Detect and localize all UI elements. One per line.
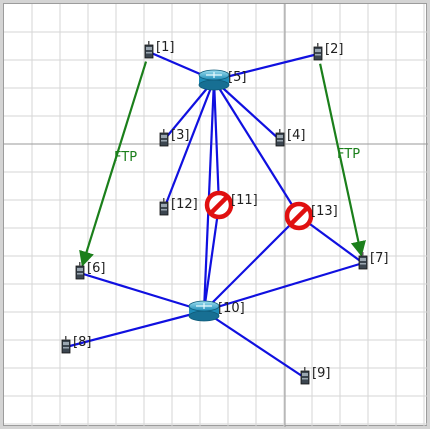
link-11-5[interactable] <box>212 79 221 206</box>
link-2-5[interactable] <box>213 52 319 82</box>
link-13-10[interactable] <box>203 215 300 312</box>
node-label: [3] <box>171 128 189 143</box>
network-canvas[interactable]: FTP FTP [1] [2] [3] [4] [5] [6] [7] [8] [9] [10] [11… <box>3 3 428 427</box>
prohibited-icon <box>284 201 314 231</box>
node-label: [9] <box>312 366 330 381</box>
node-label: [1] <box>156 40 174 55</box>
node-12[interactable]: [12] <box>159 197 198 216</box>
node-label: [11] <box>231 193 258 208</box>
node-label: [13] <box>311 204 338 219</box>
device-icon <box>275 129 285 147</box>
node-5[interactable]: [5] <box>198 69 246 91</box>
node-10[interactable]: [10] <box>188 300 245 322</box>
node-label: [12] <box>171 197 198 212</box>
device-icon <box>159 129 169 147</box>
device-icon <box>144 41 154 59</box>
link-3-5[interactable] <box>163 79 215 141</box>
node-label: [8] <box>73 335 91 350</box>
link-13-5[interactable] <box>213 79 300 217</box>
device-icon <box>61 336 71 354</box>
link-12-5[interactable] <box>162 79 216 210</box>
link-9-10[interactable] <box>203 310 306 379</box>
node-13[interactable]: [13] <box>284 201 338 231</box>
device-icon <box>358 252 368 270</box>
link-8-10[interactable] <box>65 309 205 349</box>
node-label: [6] <box>87 261 105 276</box>
node-label: [4] <box>287 128 305 143</box>
node-7[interactable]: [7] <box>358 251 388 270</box>
node-2[interactable]: [2] <box>313 42 343 61</box>
node-label: [10] <box>218 301 245 316</box>
link-11-10[interactable] <box>202 204 221 312</box>
prohibited-icon <box>204 190 234 220</box>
node-9[interactable]: [9] <box>300 366 330 385</box>
node-8[interactable]: [8] <box>61 335 91 354</box>
network-diagram[interactable]: FTP FTP [1] [2] [3] [4] [5] [6] [7] [8] [9] [10] [11… <box>4 4 428 427</box>
flow-label: FTP <box>114 150 137 165</box>
flow-arrow-2-7[interactable] <box>319 63 366 257</box>
router-icon <box>198 69 230 91</box>
flows: FTP FTP <box>79 61 366 267</box>
node-4[interactable]: [4] <box>275 128 305 147</box>
node-label: [5] <box>228 70 246 85</box>
link-7-10[interactable] <box>203 261 364 313</box>
flow-arrow-1-6[interactable] <box>79 61 148 267</box>
link-4-5[interactable] <box>213 79 281 141</box>
node-1[interactable]: [1] <box>144 40 174 59</box>
link-6-10[interactable] <box>79 271 205 313</box>
flow-label: FTP <box>337 147 360 162</box>
node-11[interactable]: [11] <box>204 190 258 220</box>
node-3[interactable]: [3] <box>159 128 189 147</box>
node-6[interactable]: [6] <box>75 261 105 280</box>
node-label: [7] <box>370 251 388 266</box>
device-icon <box>75 262 85 280</box>
device-icon <box>159 198 169 216</box>
nodes: [1] [2] [3] [4] [5] [6] [7] [8] [9] [10] [11] [12] [… <box>61 40 388 385</box>
device-icon <box>300 367 310 385</box>
node-label: [2] <box>325 42 343 57</box>
router-icon <box>188 300 220 322</box>
device-icon <box>313 43 323 61</box>
